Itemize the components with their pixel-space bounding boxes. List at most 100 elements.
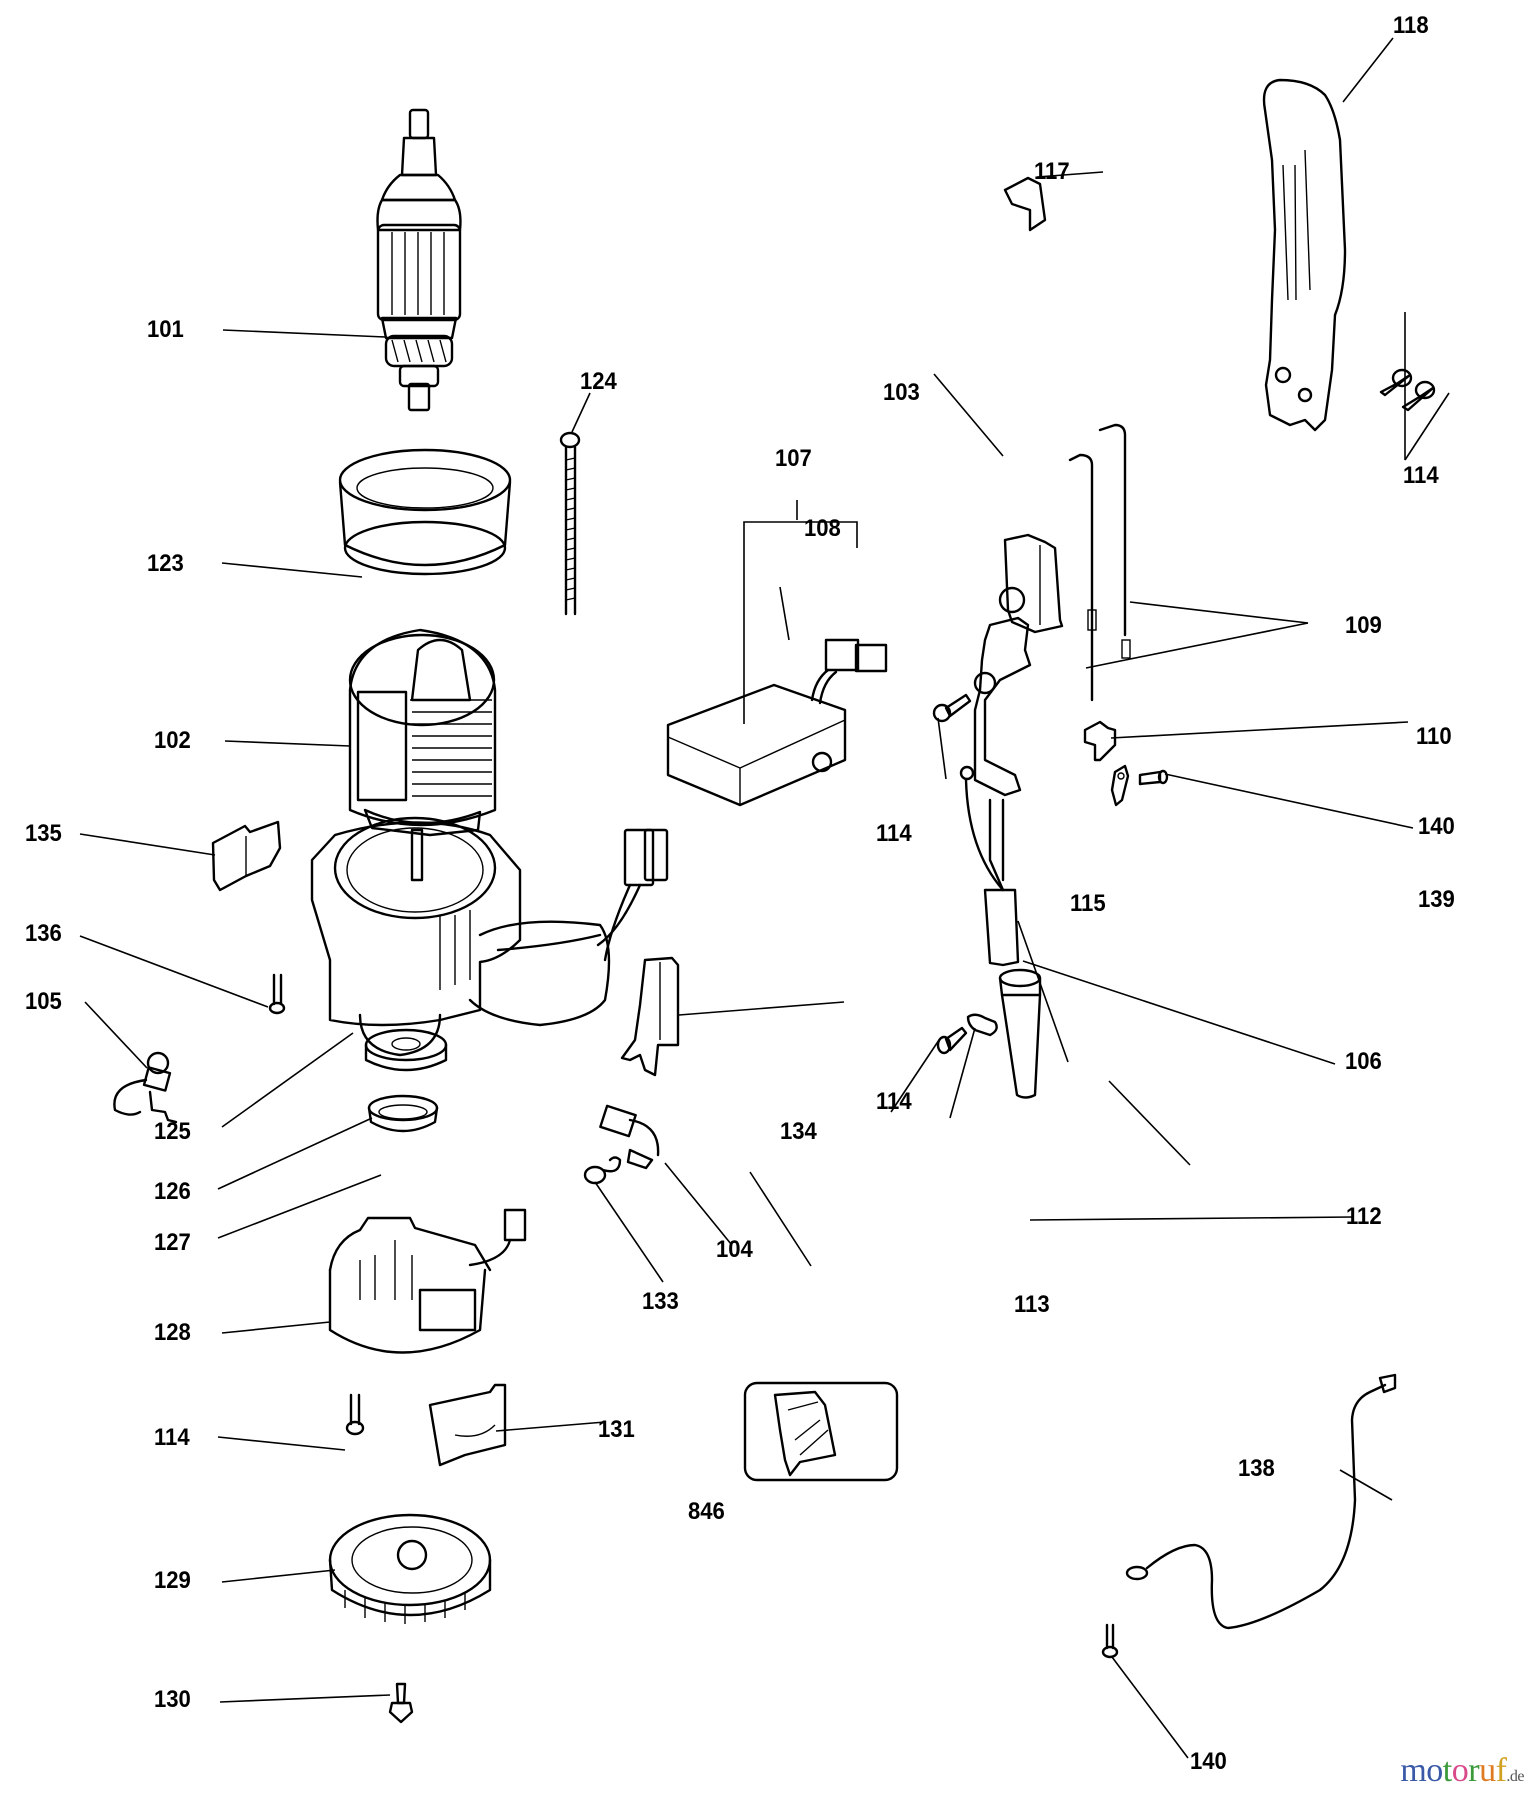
- ground-terminal-drawing[interactable]: [1110, 764, 1130, 807]
- leader-112: [1029, 1216, 1354, 1221]
- label-846[interactable]: 846: [688, 1498, 725, 1525]
- label-105[interactable]: 105: [25, 988, 62, 1015]
- cord-protector-drawing[interactable]: [998, 968, 1042, 1099]
- label-124[interactable]: 124: [580, 368, 617, 395]
- label-113[interactable]: 113: [1014, 1291, 1050, 1318]
- leader-105: [84, 1001, 148, 1069]
- switch-holder-drawing[interactable]: [973, 616, 1032, 797]
- label-114-clamp[interactable]: 114: [876, 1088, 912, 1115]
- label-114-switch[interactable]: 114: [876, 820, 912, 847]
- electronic-module-drawing[interactable]: [666, 638, 888, 807]
- leader-129: [221, 1569, 336, 1583]
- leader-134: [678, 1001, 845, 1016]
- small-screw-drawing[interactable]: [268, 973, 286, 1015]
- brush-with-lead-drawing[interactable]: [113, 1051, 178, 1124]
- ground-wire-drawing[interactable]: [1125, 1373, 1397, 1630]
- cord-clamp-drawing[interactable]: [966, 1013, 998, 1037]
- label-106[interactable]: 106: [1345, 1048, 1382, 1075]
- watermark-logo: motoruf.de: [1400, 1752, 1524, 1790]
- label-101[interactable]: 101: [147, 316, 184, 343]
- label-107[interactable]: 107: [775, 445, 812, 472]
- label-117[interactable]: 117: [1034, 158, 1070, 185]
- power-cord-drawing[interactable]: [959, 765, 1020, 967]
- wire-leads-drawing[interactable]: [1068, 423, 1131, 702]
- label-135[interactable]: 135: [25, 820, 62, 847]
- housing-screw-drawing[interactable]: [345, 1393, 365, 1436]
- label-103[interactable]: 103: [883, 379, 920, 406]
- motor-housing-drawing[interactable]: [310, 816, 669, 1057]
- watermark-letter: f: [1495, 1752, 1507, 1789]
- leader-139: [1108, 1080, 1191, 1166]
- label-108[interactable]: 108: [804, 515, 841, 542]
- bracket-clip-drawing[interactable]: [1003, 176, 1047, 232]
- cord-clamp-screw-drawing[interactable]: [936, 1026, 968, 1055]
- switch-screw-drawing[interactable]: [932, 693, 972, 723]
- leader-114-clamp: [890, 1039, 940, 1113]
- fan-drawing[interactable]: [328, 1513, 492, 1624]
- label-112[interactable]: 112: [1346, 1203, 1382, 1230]
- leader-140b: [1111, 1656, 1189, 1759]
- field-stator-drawing[interactable]: [348, 628, 497, 837]
- leader-118: [1342, 37, 1394, 103]
- label-134[interactable]: 134: [780, 1118, 817, 1145]
- label-115[interactable]: 115: [1070, 890, 1106, 917]
- brush-holder-drawing[interactable]: [620, 956, 680, 1077]
- label-128[interactable]: 128: [154, 1319, 191, 1346]
- watermark-letter: o: [1451, 1752, 1469, 1789]
- switch-drawing[interactable]: [998, 533, 1064, 634]
- leader-117: [1036, 171, 1104, 178]
- terminal-block-drawing[interactable]: [211, 820, 282, 892]
- label-125[interactable]: 125: [154, 1118, 191, 1145]
- ground-terminal-screw-drawing[interactable]: [1138, 769, 1169, 786]
- label-130[interactable]: 130: [154, 1686, 191, 1713]
- leader-127: [217, 1174, 382, 1239]
- leader-140a: [1164, 773, 1414, 829]
- label-118[interactable]: 118: [1393, 12, 1429, 39]
- label-133[interactable]: 133: [642, 1288, 679, 1315]
- watermark-letter: u: [1479, 1752, 1496, 1789]
- label-114-handle[interactable]: 114: [1403, 462, 1439, 489]
- baffle-ring-drawing[interactable]: [338, 448, 512, 576]
- leader-lines: [79, 37, 1450, 1759]
- ground-wire-screw-drawing[interactable]: [1101, 1623, 1119, 1659]
- label-138[interactable]: 138: [1238, 1455, 1275, 1482]
- grease-packet-drawing[interactable]: [743, 1381, 899, 1482]
- leader-123: [221, 562, 363, 578]
- leader-133: [594, 1181, 664, 1283]
- leader-128: [221, 1321, 331, 1334]
- label-104[interactable]: 104: [716, 1236, 753, 1263]
- bearing-drawing[interactable]: [364, 1028, 448, 1072]
- leader-114-switch: [937, 717, 947, 780]
- leader-131: [495, 1421, 606, 1432]
- leader-138: [1339, 1469, 1393, 1501]
- label-139[interactable]: 139: [1418, 886, 1455, 913]
- watermark-tld: .de: [1506, 1768, 1524, 1785]
- cover-plate-drawing[interactable]: [428, 1383, 507, 1467]
- label-114-housing[interactable]: 114: [154, 1424, 190, 1451]
- bearing-sleeve-drawing[interactable]: [367, 1094, 439, 1133]
- label-102[interactable]: 102: [154, 727, 191, 754]
- armature-drawing[interactable]: [376, 108, 462, 412]
- leader-114-housing: [217, 1436, 346, 1451]
- label-136[interactable]: 136: [25, 920, 62, 947]
- watermark-letter: o: [1426, 1752, 1443, 1789]
- label-140-ground[interactable]: 140: [1190, 1748, 1227, 1775]
- fan-screw-drawing[interactable]: [388, 1682, 414, 1724]
- label-123[interactable]: 123: [147, 550, 184, 577]
- label-127[interactable]: 127: [154, 1229, 191, 1256]
- long-screw-drawing[interactable]: [559, 431, 581, 616]
- label-126[interactable]: 126: [154, 1178, 191, 1205]
- label-140-terminal[interactable]: 140: [1418, 813, 1455, 840]
- label-131[interactable]: 131: [598, 1416, 635, 1443]
- carbon-brush-drawing[interactable]: [599, 1104, 660, 1170]
- label-129[interactable]: 129: [154, 1567, 191, 1594]
- handle-drawing[interactable]: [1262, 78, 1347, 432]
- handle-screws-drawing[interactable]: [1379, 368, 1436, 412]
- clip-drawing[interactable]: [1083, 720, 1117, 762]
- leader-102: [224, 740, 351, 747]
- label-110[interactable]: 110: [1416, 723, 1452, 750]
- brush-spring-drawing[interactable]: [583, 1156, 622, 1185]
- label-109[interactable]: 109: [1345, 612, 1382, 639]
- brush-holder-housing-drawing[interactable]: [328, 1208, 527, 1354]
